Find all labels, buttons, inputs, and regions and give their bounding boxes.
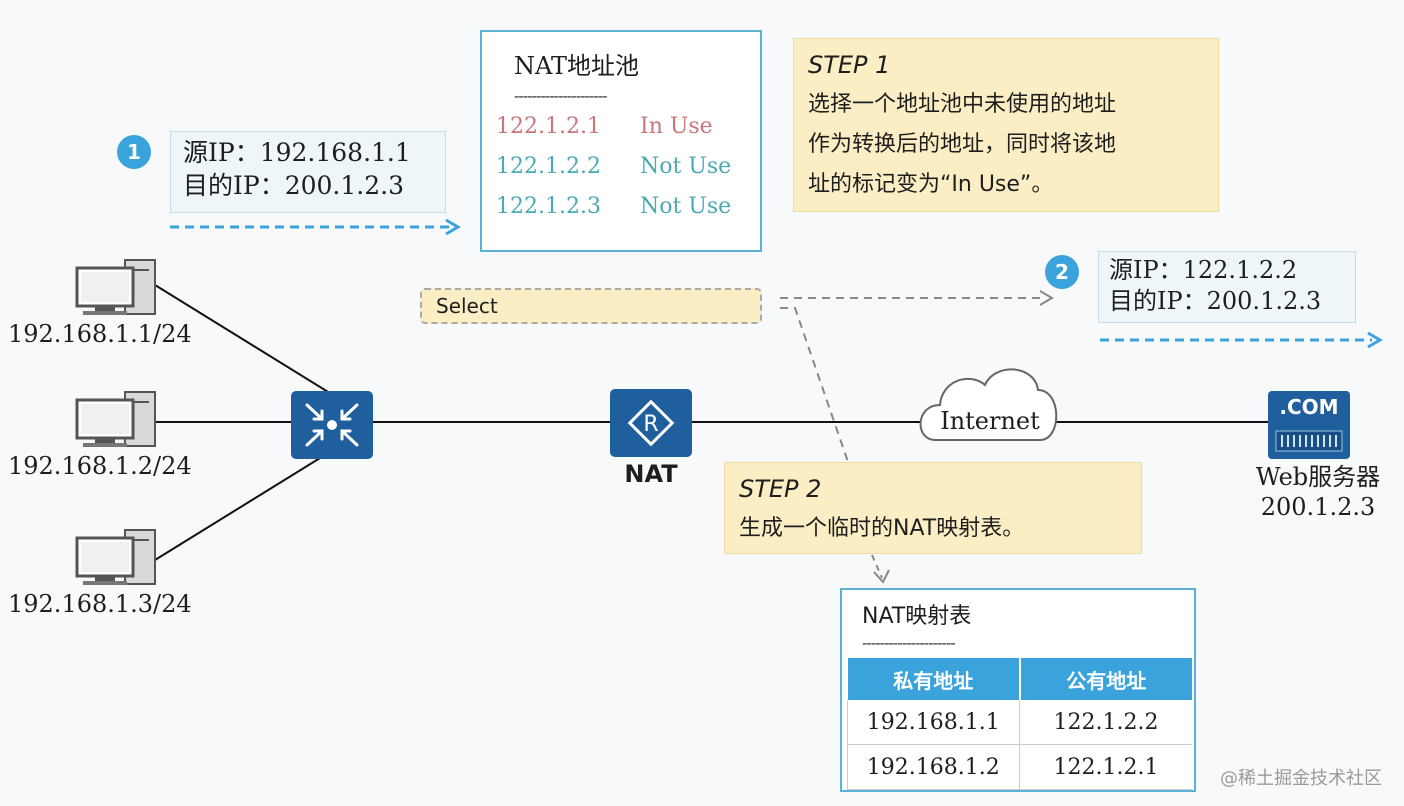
watermark: @稀土掘金技术社区 xyxy=(1220,768,1382,789)
host-ip-label: 192.168.1.3/24 xyxy=(8,590,192,618)
map-divider: --------------------- xyxy=(862,634,956,652)
packet-info-1: 源IP：192.168.1.1 目的IP：200.1.2.3 xyxy=(170,131,446,213)
step2-text: 生成一个临时的NAT映射表。 xyxy=(739,516,1025,541)
select-label: Select xyxy=(420,288,762,324)
pool-title: NAT地址池 xyxy=(514,52,640,80)
host-ip-label: 192.168.1.1/24 xyxy=(8,320,192,348)
packet-info-2: 源IP：122.1.2.2 目的IP：200.1.2.3 xyxy=(1098,251,1356,323)
internet-cloud xyxy=(919,368,1058,441)
pc-icon xyxy=(75,258,160,318)
host-ip-label: 192.168.1.2/24 xyxy=(8,452,192,480)
pc-icon xyxy=(75,390,160,450)
map-title: NAT映射表 xyxy=(862,604,972,629)
step1-text: 选择一个地址池中未使用的地址作为转换后的地址，同时将该地址的标记变为“In Us… xyxy=(808,85,1204,205)
nat-label: NAT xyxy=(624,460,678,488)
pool-divider: --------------------- xyxy=(514,86,608,105)
map-cell: 122.1.2.2 xyxy=(1019,700,1192,745)
map-header-cell: 私有地址 xyxy=(846,658,1020,700)
server-logo: .COM xyxy=(1279,395,1339,419)
web-server-icon: .COM xyxy=(1268,391,1350,459)
nat-address-pool: NAT地址池 --------------------- 122.1.2.1 In… xyxy=(480,30,762,252)
map-header-cell: 公有地址 xyxy=(1018,658,1192,700)
server-name: Web服务器 xyxy=(1255,463,1381,491)
nat-router-icon: R xyxy=(610,389,692,457)
step1-line: 作为转换后的地址，同时将该地 xyxy=(808,132,1117,157)
map-cell: 192.168.1.2 xyxy=(846,744,1020,790)
pool-ip: 122.1.2.1 xyxy=(496,114,601,139)
step-badge-1: 1 xyxy=(117,135,151,169)
step1-line: 址的标记变为“In Use”。 xyxy=(808,172,1054,197)
packet-src-ip: 源IP：192.168.1.1 xyxy=(183,138,411,167)
pool-ip: 122.1.2.3 xyxy=(496,194,601,219)
server-info: Web服务器 200.1.2.3 xyxy=(1238,462,1398,522)
pool-status: In Use xyxy=(640,114,713,139)
pool-ip: 122.1.2.2 xyxy=(496,154,601,179)
map-cell: 122.1.2.1 xyxy=(1019,744,1192,790)
nat-mapping-table: NAT映射表 --------------------- 私有地址公有地址 19… xyxy=(840,588,1196,792)
svg-text:R: R xyxy=(643,412,658,437)
switch-icon xyxy=(291,391,373,459)
pool-status: Not Use xyxy=(640,154,732,179)
step2-note: STEP 2 生成一个临时的NAT映射表。 xyxy=(724,462,1142,554)
map-cell: 192.168.1.1 xyxy=(846,700,1020,745)
internet-label: Internet xyxy=(940,407,1040,435)
step-badge-2: 2 xyxy=(1045,255,1079,289)
step1-title: STEP 1 xyxy=(808,51,891,79)
packet-dst-ip: 目的IP：200.1.2.3 xyxy=(1109,287,1322,315)
pc-icon xyxy=(75,528,160,588)
step1-note: STEP 1 选择一个地址池中未使用的地址作为转换后的地址，同时将该地址的标记变… xyxy=(793,38,1219,212)
packet-src-ip: 源IP：122.1.2.2 xyxy=(1109,256,1298,284)
pool-status: Not Use xyxy=(640,194,732,219)
server-ip: 200.1.2.3 xyxy=(1260,493,1376,521)
step1-line: 选择一个地址池中未使用的地址 xyxy=(808,92,1117,117)
packet-dst-ip: 目的IP：200.1.2.3 xyxy=(183,171,404,200)
step2-title: STEP 2 xyxy=(739,475,822,503)
